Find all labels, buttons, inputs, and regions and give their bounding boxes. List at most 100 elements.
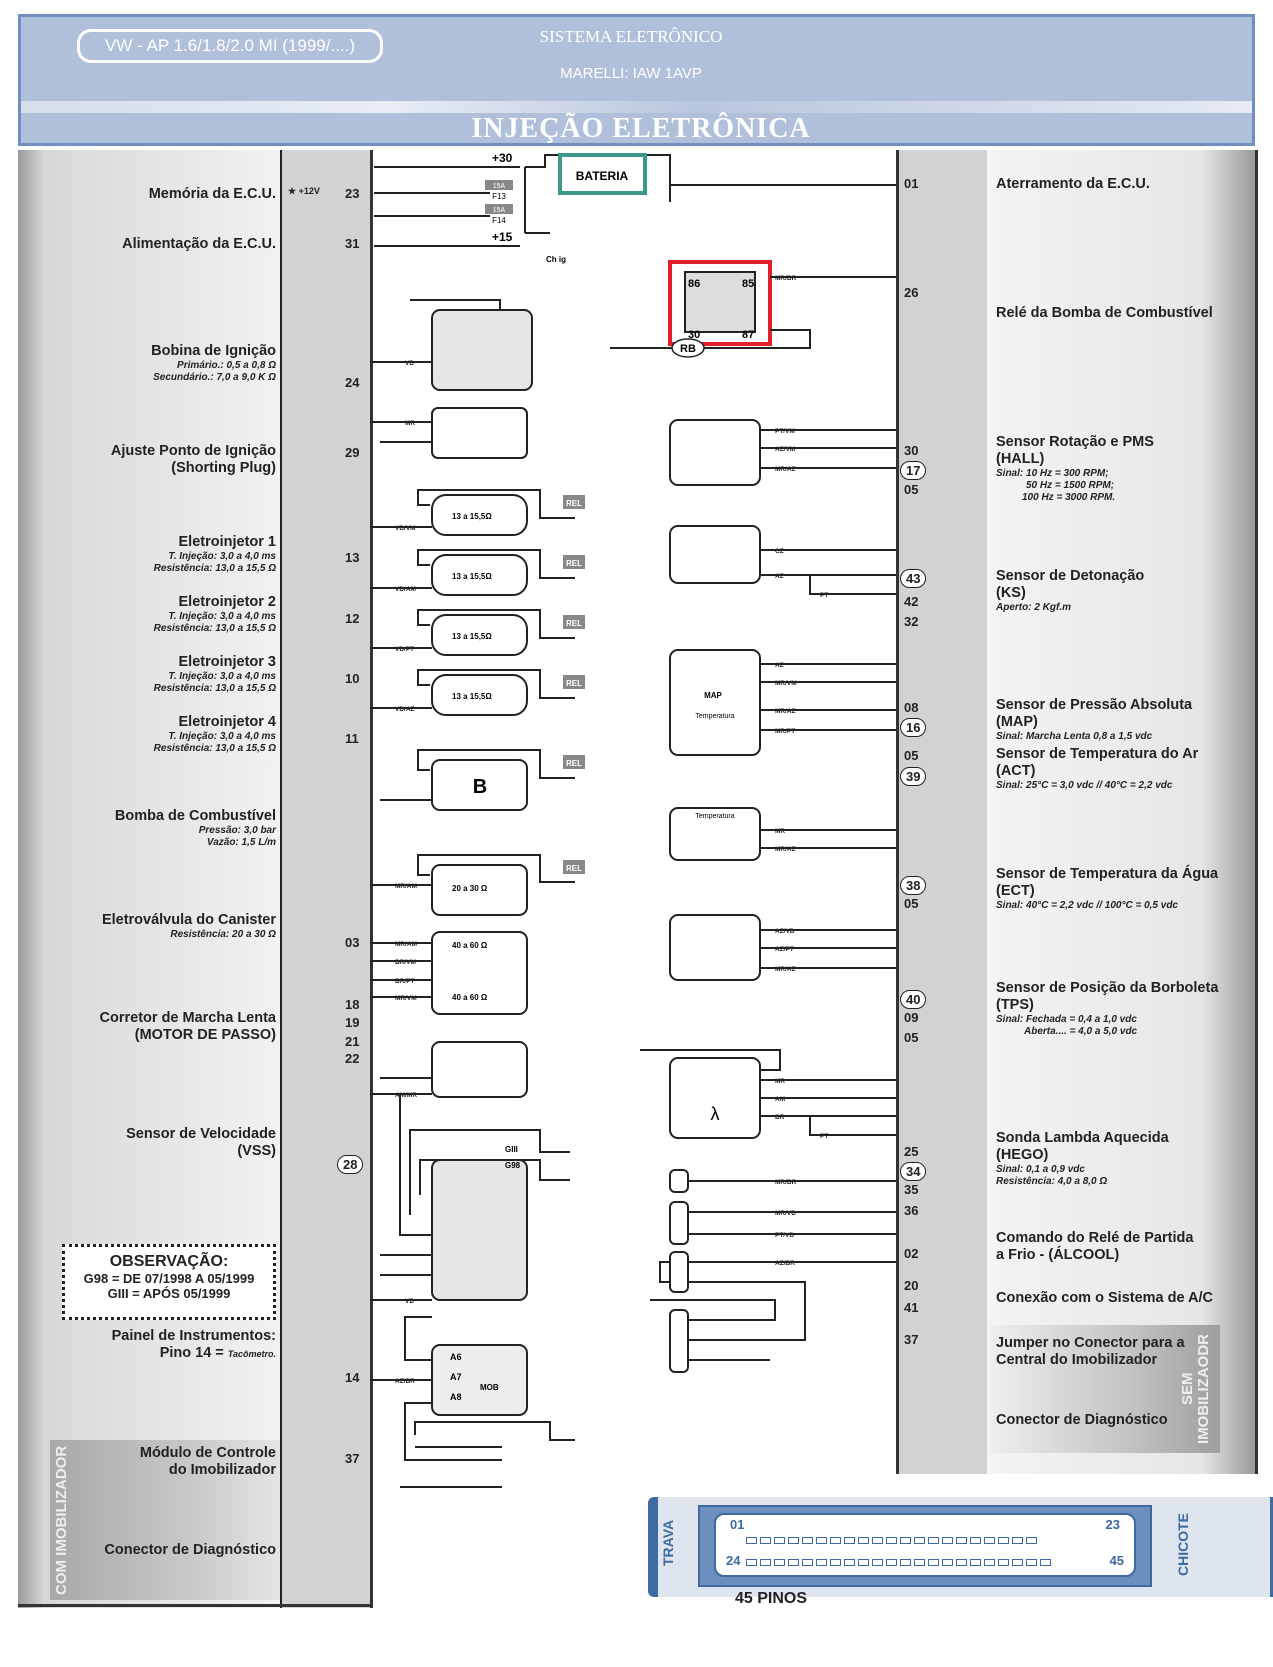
svg-text:MR: MR (775, 1078, 785, 1085)
svg-text:MR/PT: MR/PT (775, 728, 795, 735)
rel-fuses: REL REL REL REL REL REL (563, 495, 585, 874)
pin-42: 42 (904, 594, 919, 609)
label-conector-diagnostico-sem: Conector de Diagnóstico (996, 1412, 1168, 1428)
connector-pin (886, 1537, 897, 1544)
pin-10: 10 (345, 671, 360, 686)
svg-text:MR: MR (405, 420, 415, 427)
pin-32: 32 (904, 614, 919, 629)
connector-pin (942, 1559, 953, 1566)
injector-2 (431, 554, 528, 596)
pin-05: 05 (904, 482, 919, 497)
relay-pin-85: 85 (742, 278, 754, 290)
hall-sensor (669, 419, 761, 486)
pin-18: 18 (345, 997, 360, 1012)
injector-4-resistance: 13 a 15,5Ω (452, 692, 492, 701)
header-stripe (21, 101, 1252, 113)
connector-pin (816, 1559, 827, 1566)
svg-text:PT/VD: PT/VD (775, 1232, 794, 1239)
label-sensor-velocidade: Sensor de Velocidade(VSS) (126, 1126, 276, 1159)
relay-pin-87: 87 (742, 329, 754, 341)
svg-text:MR/AZ: MR/AZ (775, 966, 796, 973)
fuel-pump-relay (684, 271, 756, 333)
svg-text:BR: BR (775, 1114, 785, 1121)
svg-text:15A: 15A (493, 183, 506, 190)
svg-text:MR/BR: MR/BR (775, 275, 797, 282)
stepper-resistance-2: 40 a 60 Ω (452, 993, 488, 1002)
label-alimentacao-ecu: Alimentação da E.C.U. (122, 236, 276, 252)
right-labels: Aterramento da E.C.U. Relé da Bomba de C… (996, 150, 1246, 1470)
map-act-sensor (669, 649, 761, 756)
relay-highlight (668, 260, 772, 346)
label-sensor-ect: Sensor de Temperatura da Água(ECT)Sinal:… (996, 866, 1219, 911)
fuel-pump (431, 759, 528, 811)
pin-40: 40 (900, 990, 927, 1009)
pin-38: 38 (900, 876, 927, 895)
connector-pin (816, 1537, 827, 1544)
main-title: INJEÇÃO ELETRÔNICA (471, 113, 811, 144)
plus30-label: +30 (492, 151, 513, 165)
label-sensor-rotacao: Sensor Rotação e PMS(HALL)Sinal: 10 Hz =… (996, 434, 1154, 503)
label-sensor-map: Sensor de Pressão Absoluta(MAP)Sinal: Ma… (996, 697, 1193, 742)
pin-37: 37 (345, 1451, 360, 1466)
pin-09: 09 (904, 1010, 919, 1025)
connector-pin (998, 1537, 1009, 1544)
map-label: MAP (704, 691, 722, 700)
svg-text:BR/PT: BR/PT (395, 978, 415, 985)
connector-pin (956, 1559, 967, 1566)
label-painel-instrumentos: Painel de Instrumentos:Pino 14 = Tacômet… (111, 1328, 276, 1361)
svg-text:AZ/BR: AZ/BR (775, 1260, 795, 1267)
fuel-pump-symbol: B (473, 776, 487, 798)
ignition-coil (431, 309, 533, 391)
pin-24: 24 (345, 375, 360, 390)
connector-pin (900, 1537, 911, 1544)
battery (558, 153, 647, 195)
svg-text:REL: REL (566, 759, 582, 768)
pin-31: 31 (345, 236, 360, 251)
pin-02: 02 (904, 1246, 919, 1261)
left-panel-bottom-border (18, 1604, 373, 1607)
battery-label: BATERIA (576, 169, 629, 183)
connector-pin (844, 1559, 855, 1566)
svg-text:MR: MR (775, 828, 785, 835)
connector-pin (942, 1537, 953, 1544)
connector-body: 01 23 24 45 (698, 1505, 1152, 1587)
system-title: SISTEMA ELETRÔNICO (539, 27, 723, 46)
label-corretor-marcha-lenta: Corretor de Marcha Lenta(MOTOR DE PASSO) (99, 1010, 276, 1043)
svg-text:AM: AM (775, 1096, 785, 1103)
connector-pin (844, 1537, 855, 1544)
pin-30: 30 (904, 443, 919, 458)
memory-12v-symbol: ★ +12V (288, 186, 320, 196)
label-memoria-ecu: Memória da E.C.U. (148, 186, 276, 202)
mob-pin-a8: A8 (450, 1392, 462, 1402)
mob-label: MOB (480, 1383, 499, 1392)
idle-stepper-motor (431, 931, 528, 1015)
vehicle-model-label: VW - AP 1.6/1.8/2.0 MI (1999/....) (77, 29, 383, 63)
pin-20: 20 (904, 1278, 919, 1293)
svg-text:RB: RB (680, 343, 696, 355)
ect-temperature-label: Temperatura (695, 813, 734, 820)
pin-21: 21 (345, 1034, 360, 1049)
svg-text:AZ/PT: AZ/PT (775, 946, 794, 953)
svg-text:MR/VM: MR/VM (775, 680, 797, 687)
connector-pin (746, 1559, 757, 1566)
ac-connector (669, 1201, 689, 1245)
rb-oval (671, 338, 705, 358)
svg-text:PT: PT (820, 1133, 828, 1140)
svg-text:BR/VM: BR/VM (395, 959, 416, 966)
connector-pin (984, 1537, 995, 1544)
svg-text:F13: F13 (492, 192, 506, 201)
left-ecu-pin-column (282, 150, 373, 1608)
pin-43: 43 (900, 569, 927, 588)
pin-35: 35 (904, 1182, 919, 1197)
connector-pin (774, 1559, 785, 1566)
observation-box: OBSERVAÇÃO: G98 = DE 07/1998 A 05/1999 G… (62, 1244, 276, 1320)
fuse-15a-f14 (485, 204, 513, 214)
connector-pin (970, 1559, 981, 1566)
connector-pin (1012, 1537, 1023, 1544)
connector-pin (858, 1559, 869, 1566)
svg-text:MR/VD: MR/VD (775, 1210, 796, 1217)
